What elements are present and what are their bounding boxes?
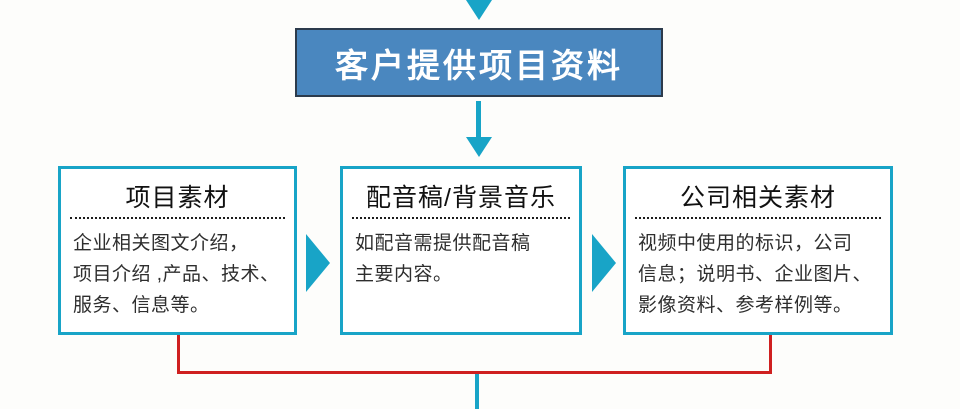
box-body: 企业相关图文介绍， 项目介绍 ,产品、技术、 服务、信息等。: [73, 233, 280, 316]
top-banner-label: 客户提供项目资料: [335, 46, 623, 84]
flow-box-company-material: 公司相关素材 视频中使用的标识，公司 信息；说明书、企业图片、 影像资料、参考样…: [623, 166, 893, 335]
box-title: 公司相关素材: [679, 184, 836, 212]
arrow-down-icon: [466, 0, 492, 20]
arrow-shaft: [476, 101, 481, 138]
flow-box-voiceover-music: 配音稿/背景音乐 如配音需提供配音稿 主要内容。: [340, 166, 582, 335]
flow-box-project-material: 项目素材 企业相关图文介绍， 项目介绍 ,产品、技术、 服务、信息等。: [58, 166, 297, 335]
dotted-divider: [635, 217, 881, 219]
red-connector-right: [769, 335, 772, 374]
dotted-divider: [70, 217, 285, 219]
box-body: 视频中使用的标识，公司 信息；说明书、企业图片、 影像资料、参考样例等。: [638, 233, 873, 316]
box-title: 配音稿/背景音乐: [366, 184, 556, 212]
box-title: 项目素材: [125, 184, 230, 212]
arrow-right-icon: [306, 234, 330, 292]
outgoing-connector-line: [475, 374, 479, 409]
box-body: 如配音需提供配音稿 主要内容。: [355, 233, 531, 285]
arrow-down-icon: [466, 137, 492, 157]
arrow-right-icon: [592, 234, 616, 292]
top-banner-box: 客户提供项目资料: [295, 28, 663, 97]
dotted-divider: [352, 217, 570, 219]
red-connector-left: [177, 335, 180, 374]
red-connector-bottom: [177, 371, 772, 374]
